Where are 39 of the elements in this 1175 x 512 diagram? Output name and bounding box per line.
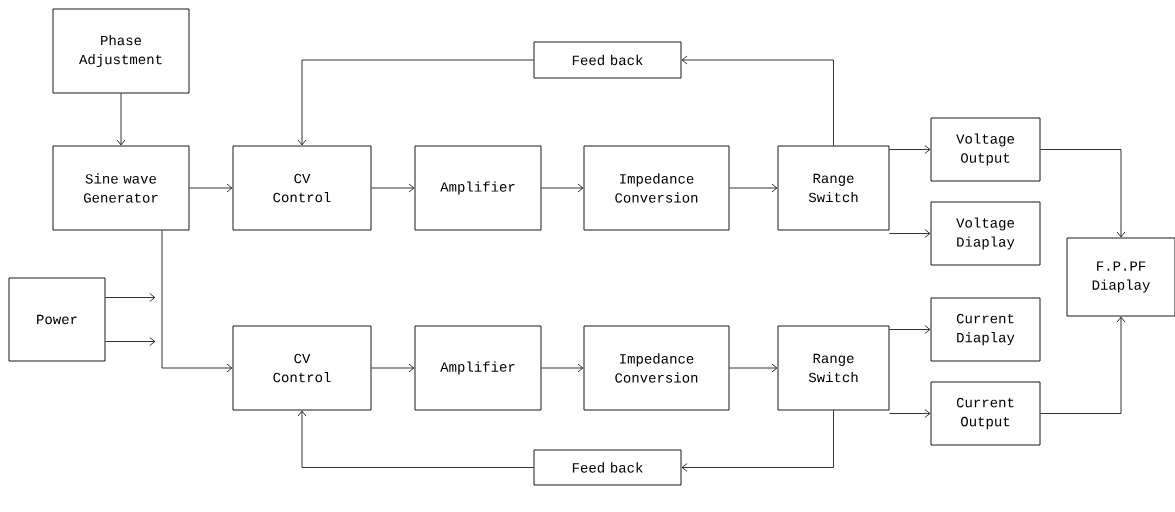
- arrow: [189, 183, 233, 193]
- block-box: Power: [8, 277, 106, 362]
- arrow: [105, 337, 156, 346]
- block-box: Current Diaplay: [930, 297, 1041, 362]
- arrow: [1040, 316, 1126, 414]
- block-box: Phase Adjustment: [52, 8, 190, 94]
- arrow: [889, 325, 931, 334]
- arrow: [729, 363, 778, 373]
- arrow: [541, 363, 584, 373]
- arrow: [297, 59, 534, 146]
- block-box: Amplifier: [414, 145, 542, 231]
- block-box: Impedance Conversion: [583, 325, 730, 411]
- block-box: Sine wave Generator: [52, 145, 190, 231]
- arrow: [889, 409, 931, 418]
- arrow: [116, 93, 126, 146]
- block-box: Voltage Diaplay: [930, 201, 1041, 266]
- block-box: CV Control: [232, 145, 372, 231]
- arrow: [297, 410, 534, 468]
- arrow: [161, 230, 233, 373]
- block-box: Feed back: [533, 41, 682, 79]
- block-box: Feed back: [533, 449, 682, 486]
- block-box: Current Output: [930, 381, 1041, 446]
- arrow: [371, 183, 415, 193]
- block-box: Range Switch: [777, 325, 890, 411]
- arrow: [1040, 149, 1126, 238]
- block-box: CV Control: [232, 325, 372, 411]
- arrow: [889, 145, 931, 154]
- arrow: [105, 293, 156, 302]
- block-box: Impedance Conversion: [583, 145, 730, 231]
- arrow: [371, 363, 415, 373]
- block-box: Voltage Output: [930, 117, 1041, 182]
- arrow: [681, 55, 834, 146]
- block-box: F.P.PF Diaplay: [1066, 237, 1175, 317]
- block-box: Range Switch: [777, 145, 890, 231]
- arrow: [889, 229, 931, 238]
- arrow: [541, 183, 584, 193]
- block-box: Amplifier: [414, 325, 542, 411]
- arrow: [729, 183, 778, 193]
- arrow: [681, 410, 834, 472]
